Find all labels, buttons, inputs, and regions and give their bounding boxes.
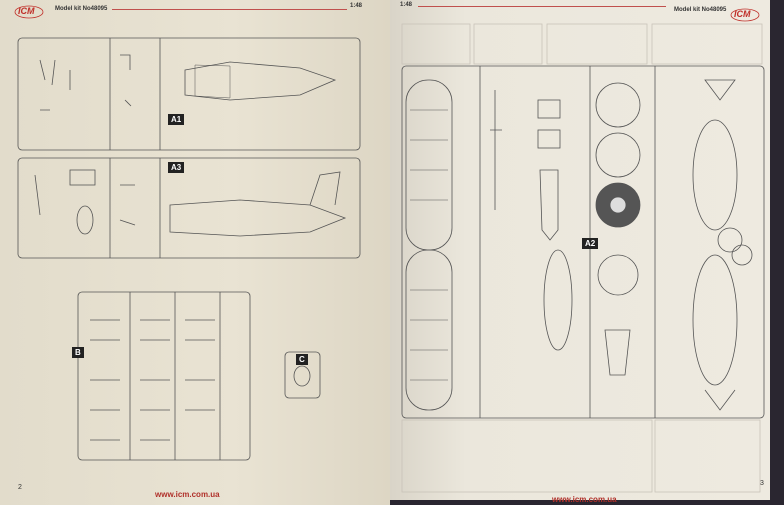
model-kit-number: Model kit No48095 bbox=[55, 6, 108, 12]
header-rule bbox=[112, 9, 347, 10]
header-rule bbox=[418, 6, 666, 7]
sprue-label-a2: A2 bbox=[582, 238, 599, 249]
sprue-label-a3: A3 bbox=[168, 162, 185, 173]
page-number: 2 bbox=[18, 484, 22, 491]
icm-logo: ICM bbox=[730, 7, 760, 23]
sprue-label-c: C bbox=[296, 354, 308, 365]
website-url: www.icm.com.ua bbox=[552, 495, 617, 504]
sprue-drawings-right bbox=[401, 23, 765, 493]
page-number: 3 bbox=[760, 480, 764, 487]
sprue-label-b: B bbox=[72, 347, 84, 358]
sprue-label-a1: A1 bbox=[168, 114, 185, 125]
left-page: ICM Model kit No48095 1:48 A1 A3 B C 2 w… bbox=[0, 0, 390, 505]
right-page: 1:48 Model kit No48095 ICM A2 3 www.icm.… bbox=[390, 0, 770, 504]
website-url: www.icm.com.ua bbox=[155, 490, 220, 499]
model-kit-number: Model kit No48095 bbox=[674, 7, 727, 13]
sprue-drawings-left bbox=[17, 37, 361, 461]
scale: 1:48 bbox=[350, 3, 363, 9]
scale: 1:48 bbox=[400, 2, 413, 8]
icm-logo: ICM bbox=[14, 4, 44, 20]
